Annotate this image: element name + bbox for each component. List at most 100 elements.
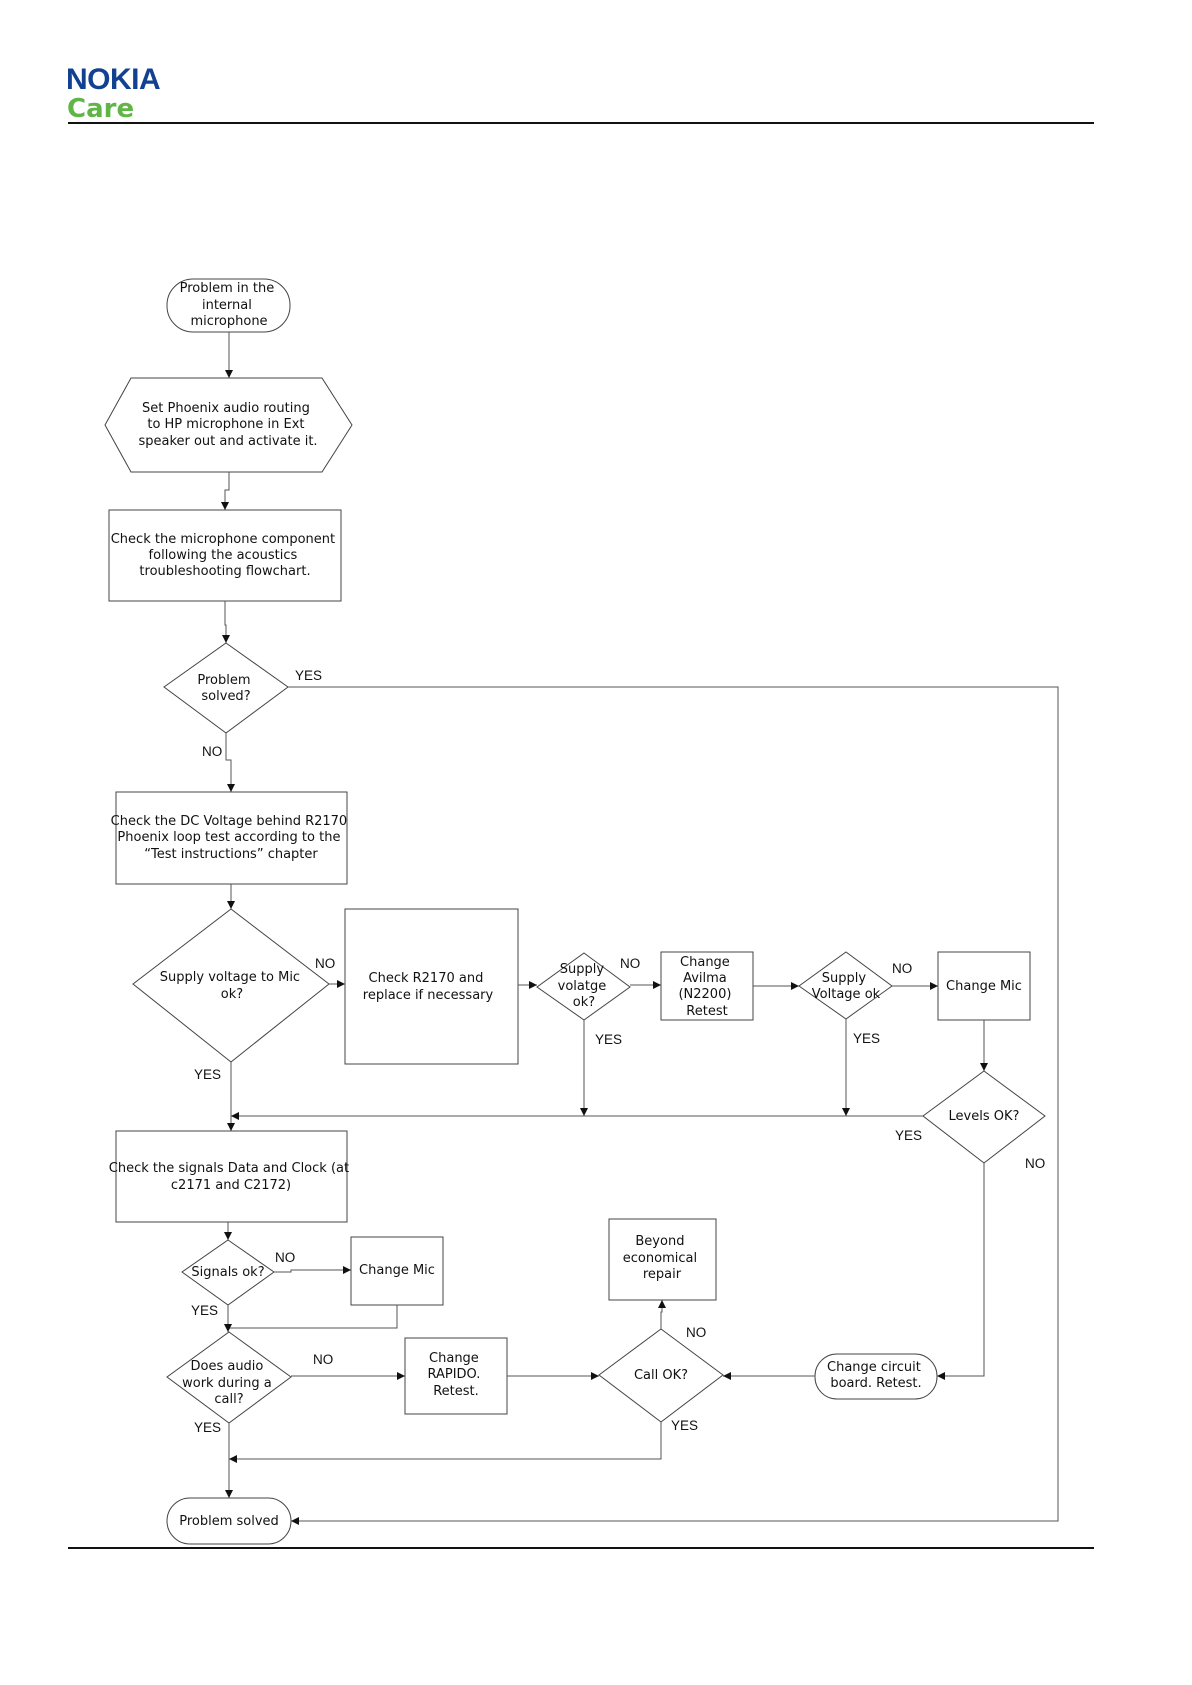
beyond-repair-line-2: economical [623,1251,697,1266]
change-rapido-label: Change RAPIDO. Retest. [427,1351,484,1399]
start-label: Problem in the internal microphone [180,281,279,329]
supply-mic-label: Supply voltage to Mic ok? [160,970,304,1002]
edge-label-supply-voltage-ok-yes: YES [853,1031,880,1046]
edge-change-mic-2-return [228,1305,398,1329]
check-r2170-label: Check R2170 and replace if necessary [363,971,494,1003]
nokia-care-logo: NOKIA Care [66,64,206,126]
edge-label-levels-no: NO [1025,1156,1045,1171]
supply-voltage-ok-line-2: Voltage ok [812,987,881,1002]
edge-component-to-problem-q [222,601,230,643]
edge-label-audio-yes: YES [194,1420,221,1435]
nokia-brand-text: NOKIA [66,63,161,96]
signals-ok-line-1: Signals ok? [191,1265,264,1280]
check-signals-box [115,1130,348,1223]
check-signals-label: Check the signals Data and Clock (at c21… [109,1161,353,1193]
problem-solved-line-1: Problem [197,673,250,688]
check-dc-line-1: Check the DC Voltage behind R2170 [111,814,348,829]
change-avilma-line-2: Avilma [683,971,727,986]
edge-label-audio-no: NO [313,1352,333,1367]
edge-label-call-yes: YES [671,1418,698,1433]
check-component-line-1: Check the microphone component [111,532,335,547]
edge-signals-no [274,1266,351,1274]
edge-routing-to-component [221,472,230,510]
edge-label-supply-mic-yes: YES [194,1067,221,1082]
beyond-repair-line-3: repair [643,1267,682,1282]
problem-solved-line-2: solved? [201,689,250,704]
change-mic-2-line-1: Change Mic [359,1263,435,1278]
edge-call-no [658,1300,666,1329]
start-line-2: internal [202,298,252,313]
audio-call-line-1: Does audio [190,1359,263,1374]
change-mic-1-line-1: Change Mic [946,979,1022,994]
problem-solved-diamond [163,642,289,734]
check-signals-line-2: c2171 and C2172) [171,1178,291,1193]
supply-volatge-label: Supply volatge ok? [558,962,611,1010]
supply-mic-diamond [132,908,330,1063]
check-dc-line-3: “Test instructions” chapter [144,847,318,862]
supply-mic-line-2: ok? [221,987,243,1002]
edge-label-signals-yes: YES [191,1303,218,1318]
check-component-line-2: following the acoustics [149,548,298,563]
change-avilma-line-1: Change [680,955,730,970]
edge-label-problem-no: NO [202,744,222,759]
change-board-label: Change circuit board. Retest. [827,1360,925,1391]
beyond-repair-box [608,1218,717,1301]
edge-problem-no [225,733,235,792]
check-signals-line-1: Check the signals Data and Clock (at [109,1161,349,1176]
check-r2170-line-1: Check R2170 and [369,971,484,986]
set-routing-line-1: Set Phoenix audio routing [142,401,310,416]
check-component-line-3: troubleshooting flowchart. [139,564,310,579]
change-avilma-line-4: Retest [686,1004,727,1019]
edge-call-yes [229,1422,662,1463]
change-board-line-2: board. Retest. [830,1376,921,1391]
beyond-repair-label: Beyond economical repair [623,1234,701,1282]
edge-problem-yes-line [288,686,1059,1525]
change-mic-box-2 [350,1236,444,1306]
edge-label-supply-voltage-ok-no: NO [892,961,912,976]
change-rapido-line-1: Change [429,1351,479,1366]
change-rapido-line-2: RAPIDO. [427,1367,480,1382]
supply-volatge-line-3: ok? [573,995,595,1010]
edge-levels-no [937,1163,985,1380]
change-mic-2-label: Change Mic [359,1263,435,1278]
audio-call-line-3: call? [214,1392,243,1407]
check-r2170-box [344,908,519,1065]
start-line-1: Problem in the [180,281,275,296]
set-routing-line-3: speaker out and activate it. [138,434,317,449]
check-dc-label: Check the DC Voltage behind R2170 Phoeni… [111,814,352,862]
edge-label-signals-no: NO [275,1250,295,1265]
check-component-label: Check the microphone component following… [111,532,340,579]
edge-label-supply-volatge-no: NO [620,956,640,971]
edge-label-problem-yes: YES [295,668,322,683]
audio-call-line-2: work during a [182,1376,272,1391]
check-dc-line-2: Phoenix loop test according to the [117,830,340,845]
call-ok-line-1: Call OK? [634,1368,688,1383]
change-rapido-line-3: Retest. [433,1384,479,1399]
levels-ok-line-1: Levels OK? [949,1109,1020,1124]
supply-voltage-ok-label: Supply Voltage ok [812,971,881,1002]
care-brand-text: Care [67,94,135,124]
end-label: Problem solved [179,1514,279,1529]
edge-label-call-no: NO [686,1325,706,1340]
change-board-line-1: Change circuit [827,1360,921,1375]
end-line-1: Problem solved [179,1514,279,1529]
audio-call-label: Does audio work during a call? [182,1359,276,1407]
set-routing-hexagon [104,377,353,473]
beyond-repair-line-1: Beyond [635,1234,684,1249]
check-r2170-line-2: replace if necessary [363,988,494,1003]
change-avilma-label: Change Avilma (N2200) Retest [678,955,735,1019]
supply-voltage-ok-line-1: Supply [822,971,867,986]
change-rapido-box [404,1337,508,1415]
start-line-3: microphone [190,314,267,329]
edge-label-supply-mic-no: NO [315,956,335,971]
change-avilma-box [660,951,754,1021]
set-routing-label: Set Phoenix audio routing to HP micropho… [138,401,317,449]
set-routing-line-2: to HP microphone in Ext [147,417,304,432]
edge-label-levels-yes: YES [895,1128,922,1143]
supply-volatge-line-1: Supply [560,962,605,977]
supply-volatge-line-2: volatge [558,979,607,994]
levels-ok-label: Levels OK? [949,1109,1020,1124]
problem-solved-label: Problem solved? [197,673,254,704]
change-avilma-line-3: (N2200) [678,987,731,1002]
